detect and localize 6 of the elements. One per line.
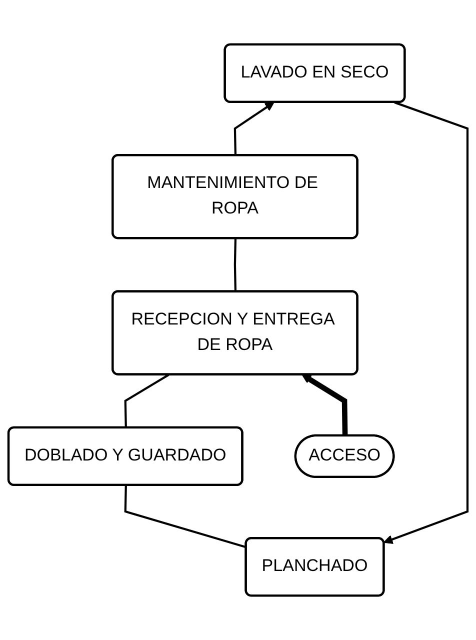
arrow	[234, 102, 274, 156]
connector	[234, 238, 237, 292]
arrow	[302, 374, 348, 436]
arrow	[384, 101, 469, 544]
connector	[124, 485, 247, 548]
connector	[124, 374, 170, 428]
